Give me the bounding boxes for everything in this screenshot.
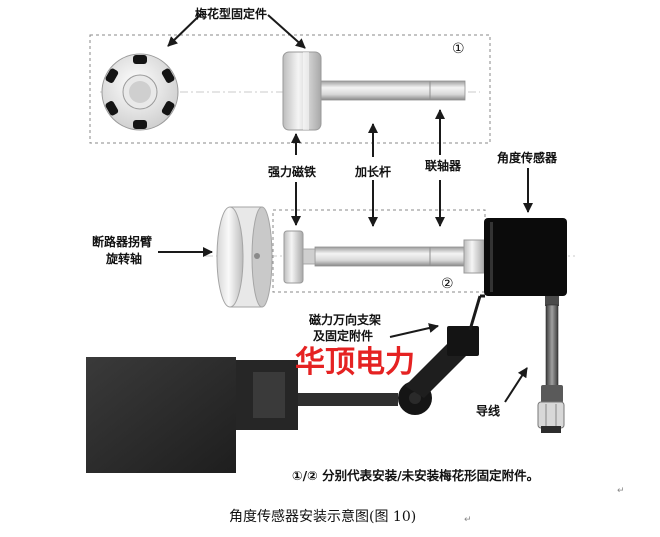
angle-sensor [484,218,567,306]
label-breaker-arm-line2: 旋转轴 [105,251,142,266]
annotation-arrows [158,14,533,403]
label-bracket-line2: 及固定附件 [313,328,373,343]
label-angle-sensor: 角度传感器 [497,150,558,165]
breaker-arm-disk [216,206,273,308]
label-bracket-line1: 磁力万向支架 [308,312,381,327]
label-breaker-arm-line1: 断路器拐臂 [92,234,152,249]
installation-note: ①/② 分别代表安装/未安装梅花形固定附件。 [292,468,539,483]
rod-assembly-installed [282,51,466,131]
caption-paragraph-mark: ↵ [464,515,472,525]
label-coupling: 联轴器 [425,158,462,173]
figure-caption: 角度传感器安装示意图(图 10) [229,508,416,525]
plum-fixture-front-view [101,53,179,131]
sensor-wire [537,304,565,433]
marker-two: ② [441,276,454,292]
label-magnet: 强力磁铁 [268,164,316,179]
brand-watermark: 华顶电力 [295,345,415,380]
magnetic-bracket [298,294,485,415]
label-plum-fixture: 梅花型固定件 [195,6,267,21]
label-wire: 导线 [476,403,500,418]
marker-one: ① [452,41,465,57]
label-extension-rod: 加长杆 [354,164,391,179]
rod-assembly-not-installed [283,230,485,284]
magnetic-base [86,357,298,473]
note-paragraph-mark: ↵ [617,486,625,496]
